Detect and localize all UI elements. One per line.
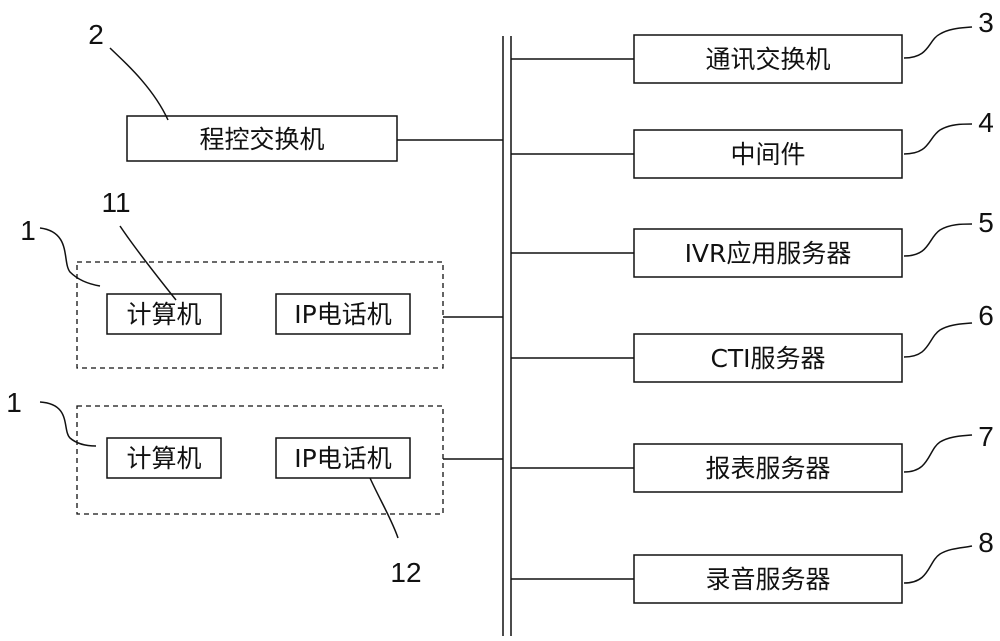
ip-phone-box-bottom: IP电话机 [275,437,411,479]
ivr-server-label: IVR应用服务器 [685,239,852,268]
agent-group-bottom: 计算机 IP电话机 [76,405,444,515]
cti-server-label: CTI服务器 [710,344,825,373]
computer-box-top: 计算机 [106,293,222,335]
recording-server-label: 录音服务器 [705,565,830,594]
leader-lines [39,26,973,584]
leader-report-server [903,434,973,473]
pbx-box: 程控交换机 [126,115,398,162]
pbx-label: 程控交换机 [199,125,324,154]
leader-cti-server [903,322,973,358]
ip-phone-label-bottom: IP电话机 [294,444,391,473]
leader-computer [119,225,177,301]
computer-box-bottom: 计算机 [106,437,222,479]
agent-group-top: 计算机 IP电话机 [76,261,444,369]
ref-ivr-server: 5 [978,207,994,238]
ip-phone-label-top: IP电话机 [294,300,391,329]
middleware-label: 中间件 [730,140,805,169]
reference-numerals: 2 11 1 1 12 3 4 5 6 7 8 [6,7,994,588]
computer-label-top: 计算机 [126,300,201,329]
ref-middleware: 4 [978,107,994,138]
leader-ip-phone [369,477,399,539]
leader-agent-group-top [39,227,101,287]
leader-ivr-server [903,223,973,257]
leader-middleware [903,123,973,155]
ref-agent-group-top: 1 [20,215,36,246]
ref-computer: 11 [101,187,130,218]
report-server-box: 报表服务器 [633,443,903,493]
ref-report-server: 7 [978,421,994,452]
ref-pbx: 2 [88,19,104,50]
report-server-label: 报表服务器 [705,454,830,483]
ref-ip-phone: 12 [390,557,421,588]
leader-pbx [109,47,169,121]
ref-agent-group-bottom: 1 [6,387,22,418]
recording-server-box: 录音服务器 [633,554,903,604]
middleware-box: 中间件 [633,129,903,179]
comm-switch-label: 通讯交换机 [705,45,830,74]
leader-agent-group-bottom [39,401,97,447]
ref-recording-server: 8 [978,527,994,558]
bus [502,36,512,636]
leader-recording-server [903,545,973,584]
cti-server-box: CTI服务器 [633,333,903,383]
comm-switch-box: 通讯交换机 [633,34,903,84]
ref-comm-switch: 3 [978,7,994,38]
ref-cti-server: 6 [978,300,994,331]
ip-phone-box-top: IP电话机 [275,293,411,335]
computer-label-bottom: 计算机 [126,444,201,473]
connectors [397,58,634,580]
ivr-server-box: IVR应用服务器 [633,228,903,278]
leader-comm-switch [903,26,973,59]
